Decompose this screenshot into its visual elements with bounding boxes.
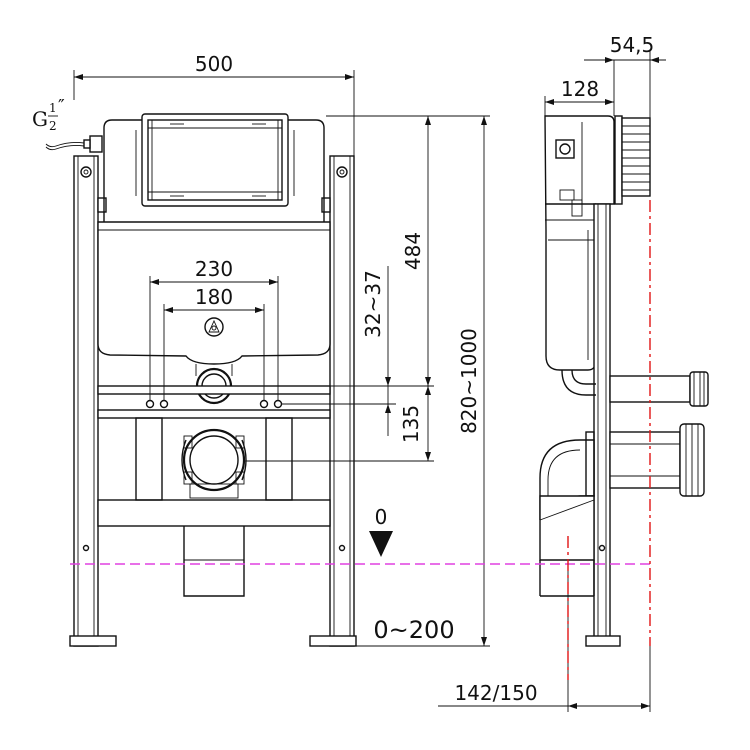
dim-180: 180 — [195, 285, 233, 309]
cistern-body — [97, 221, 331, 365]
dim-484: 484 — [401, 232, 425, 270]
mount-hole-low-right — [338, 544, 346, 552]
dim-32-37: 32~37 — [361, 270, 385, 338]
dim-820-1000: 820~1000 — [457, 328, 481, 434]
logo-symbol — [204, 317, 224, 337]
side-view — [539, 115, 709, 647]
dim-0-200: 0~200 — [373, 616, 454, 644]
flush-opening — [141, 113, 289, 207]
svg-text:″: ″ — [58, 96, 65, 117]
cross-bar-mid — [97, 409, 331, 419]
drain-assembly — [135, 417, 293, 501]
mount-hole-low-left — [82, 544, 90, 552]
dim-230: 230 — [195, 257, 233, 281]
svg-text:2: 2 — [49, 119, 57, 133]
svg-text:G: G — [32, 107, 48, 131]
side-valve — [555, 139, 575, 159]
dim-54-5: 54,5 — [610, 33, 655, 57]
side-flush-pipe — [561, 369, 709, 407]
dim-142-150: 142/150 — [454, 681, 537, 705]
dim-135: 135 — [399, 405, 423, 443]
water-inlet — [45, 135, 103, 153]
dim-500: 500 — [195, 52, 233, 76]
svg-text:1: 1 — [49, 101, 57, 115]
mount-hole-top-left — [80, 166, 92, 178]
cross-bar-upper — [97, 385, 331, 395]
frame-left-post — [73, 155, 99, 647]
bolt-hole-1 — [145, 399, 155, 409]
bolt-hole-4 — [273, 399, 283, 409]
bolt-hole-2 — [159, 399, 169, 409]
foot-left — [69, 635, 117, 647]
side-outlet-block — [539, 495, 595, 561]
inlet-thread-label: G 1 2 ″ — [32, 96, 65, 133]
mount-hole-top-right — [336, 166, 348, 178]
drain-outlet-block — [183, 526, 245, 597]
wall-plate — [614, 115, 623, 205]
bolt-hole-3 — [259, 399, 269, 409]
floor-zero-arrow — [369, 531, 393, 557]
front-dimensions: 500 230 180 484 32~37 135 — [32, 52, 490, 647]
floor-zero-label: 0 — [375, 505, 388, 529]
side-dimensions: 128 54,5 142/150 — [438, 33, 666, 712]
foot-right — [309, 635, 357, 647]
front-view — [45, 113, 357, 647]
dim-128: 128 — [561, 77, 599, 101]
side-drain-elbow — [539, 423, 705, 520]
cross-bar-lower — [97, 499, 331, 527]
side-frame-post — [593, 203, 611, 641]
frame-right-post — [329, 155, 355, 647]
